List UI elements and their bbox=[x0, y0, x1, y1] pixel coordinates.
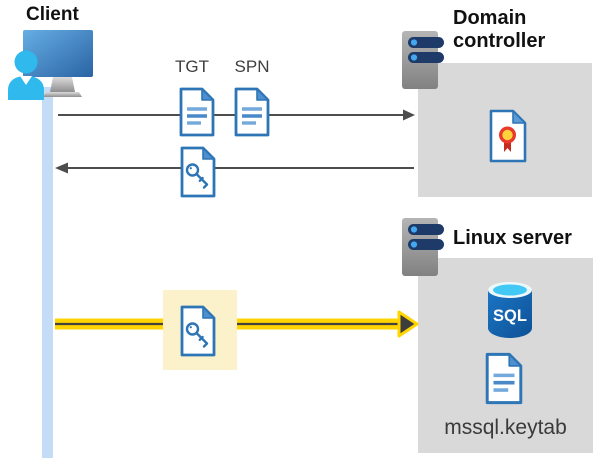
client-label: Client bbox=[26, 4, 79, 25]
tgt-document-icon bbox=[179, 87, 215, 137]
sql-badge-text: SQL bbox=[493, 307, 527, 325]
linux-server-label: Linux server bbox=[453, 227, 572, 249]
user-workstation-icon bbox=[8, 30, 93, 100]
certificate-icon bbox=[489, 109, 527, 163]
domain-controller-label: Domain controller bbox=[453, 7, 546, 52]
ticket-response-arrow bbox=[55, 162, 414, 174]
keytab-filename-label: mssql.keytab bbox=[444, 416, 567, 439]
ticket-request-arrow bbox=[58, 109, 415, 121]
key-document-icon bbox=[180, 146, 216, 198]
spn-document-icon bbox=[234, 87, 270, 137]
keytab-document-icon bbox=[485, 352, 523, 405]
domain-controller-server-icon bbox=[402, 31, 444, 89]
linux-server-icon bbox=[402, 218, 444, 276]
keytab-key-document-icon bbox=[180, 305, 216, 357]
sql-database-icon: SQL bbox=[488, 282, 532, 338]
client-timeline bbox=[42, 87, 53, 458]
tgt-label: TGT bbox=[175, 57, 209, 76]
spn-label: SPN bbox=[234, 57, 270, 76]
